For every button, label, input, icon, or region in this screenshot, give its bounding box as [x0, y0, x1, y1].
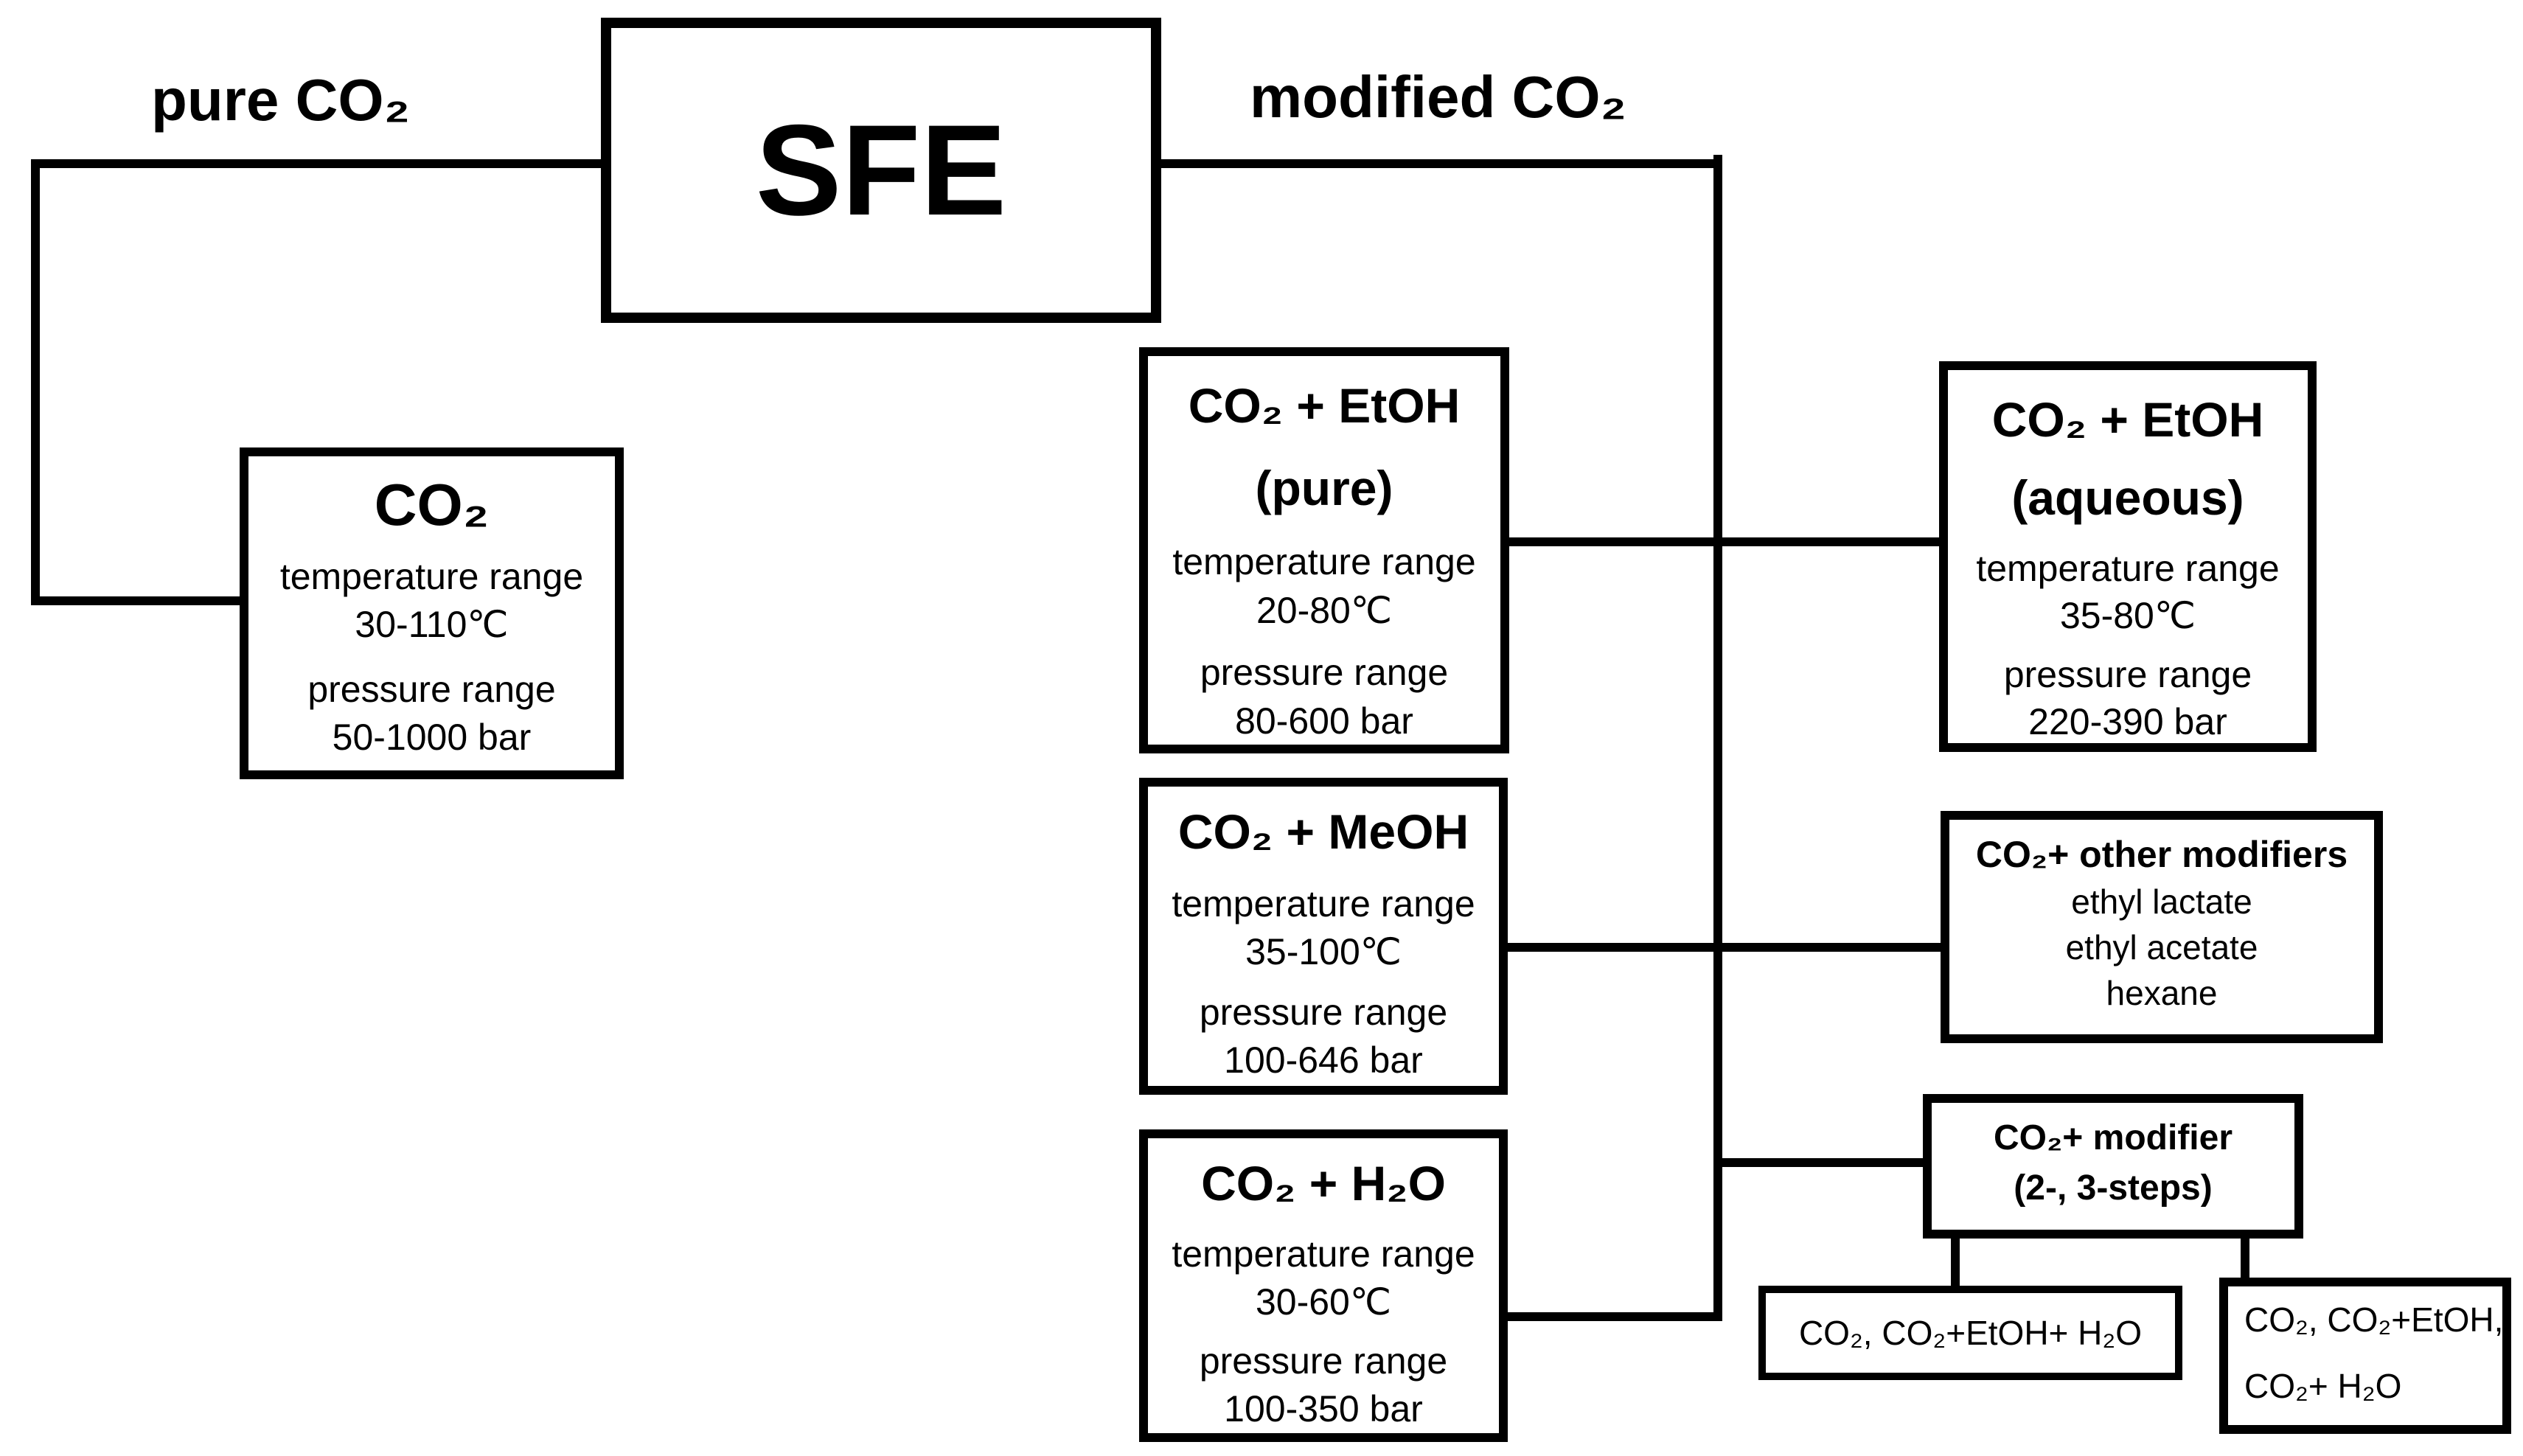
pressure-range-label: pressure range [1199, 992, 1448, 1033]
co2-other-modifiers-box: CO₂+ other modifiers ethyl lactate ethyl… [1941, 811, 2383, 1043]
pressure-range-label: pressure range [1200, 652, 1449, 693]
steps-variant-line2: CO₂+ H₂O [2244, 1367, 2402, 1405]
pressure-range-value: 80-600 bar [1235, 700, 1413, 742]
steps-variant-left-box: CO₂, CO₂+EtOH+ H₂O [1758, 1286, 2182, 1380]
pressure-range-label: pressure range [1199, 1340, 1448, 1382]
temp-range-label: temperature range [1976, 548, 2280, 589]
steps-variant-text: CO₂, CO₂+EtOH+ H₂O [1798, 1314, 2143, 1352]
temp-range-value: 30-60℃ [1255, 1281, 1392, 1323]
box-subtitle: (2-, 3-steps) [2014, 1168, 2213, 1208]
pure-co2-box: CO₂ temperature range 30-110℃ pressure r… [240, 447, 624, 779]
box-title: CO₂ [374, 472, 490, 537]
box-subtitle: (pure) [1255, 461, 1393, 515]
pure-co2-branch-label: pure CO₂ [151, 67, 411, 133]
box-title: CO₂ + H₂O [1201, 1156, 1446, 1211]
temp-range-value: 35-100℃ [1245, 931, 1402, 972]
co2-meoh-box: CO₂ + MeOH temperature range 35-100℃ pre… [1139, 778, 1508, 1095]
temp-range-value: 30-110℃ [355, 604, 509, 645]
modifier-item: ethyl lactate [2071, 882, 2252, 921]
box-subtitle: (aqueous) [2011, 470, 2244, 525]
modified-co2-branch-label: modified CO₂ [1250, 64, 1627, 130]
steps-variant-line1: CO₂, CO₂+EtOH, [2244, 1300, 2504, 1339]
sfe-root-label: SFE [755, 98, 1007, 243]
temp-range-label: temperature range [1172, 1233, 1475, 1275]
temp-range-label: temperature range [1172, 883, 1475, 924]
pressure-range-value: 100-350 bar [1224, 1388, 1423, 1429]
temp-range-value: 35-80℃ [2059, 595, 2196, 636]
sfe-root-box: SFE [601, 18, 1161, 323]
pressure-range-value: 50-1000 bar [332, 717, 532, 758]
box-title: CO₂ + MeOH [1177, 804, 1469, 859]
pressure-range-value: 100-646 bar [1224, 1039, 1423, 1081]
box-title: CO₂ + EtOH [1991, 392, 2264, 447]
pressure-range-label: pressure range [307, 669, 556, 710]
temp-range-label: temperature range [279, 556, 584, 597]
co2-etoh-pure-box: CO₂ + EtOH (pure) temperature range 20-8… [1139, 347, 1509, 753]
temp-range-label: temperature range [1172, 541, 1476, 582]
co2-h2o-box: CO₂ + H₂O temperature range 30-60℃ press… [1139, 1129, 1508, 1442]
pressure-range-label: pressure range [2003, 654, 2252, 695]
box-title: CO₂ + EtOH [1188, 378, 1461, 433]
temp-range-value: 20-80℃ [1256, 590, 1393, 631]
modifier-item: ethyl acetate [2065, 928, 2258, 966]
box-title: CO₂+ modifier [1993, 1118, 2233, 1157]
pressure-range-value: 220-390 bar [2028, 701, 2227, 742]
box-title: CO₂+ other modifiers [1975, 834, 2348, 875]
co2-etoh-aqueous-box: CO₂ + EtOH (aqueous) temperature range 3… [1939, 361, 2317, 752]
modifier-item: hexane [2106, 974, 2218, 1012]
steps-variant-right-box: CO₂, CO₂+EtOH, CO₂+ H₂O [2219, 1278, 2511, 1434]
co2-modifier-steps-box: CO₂+ modifier (2-, 3-steps) [1923, 1094, 2303, 1239]
